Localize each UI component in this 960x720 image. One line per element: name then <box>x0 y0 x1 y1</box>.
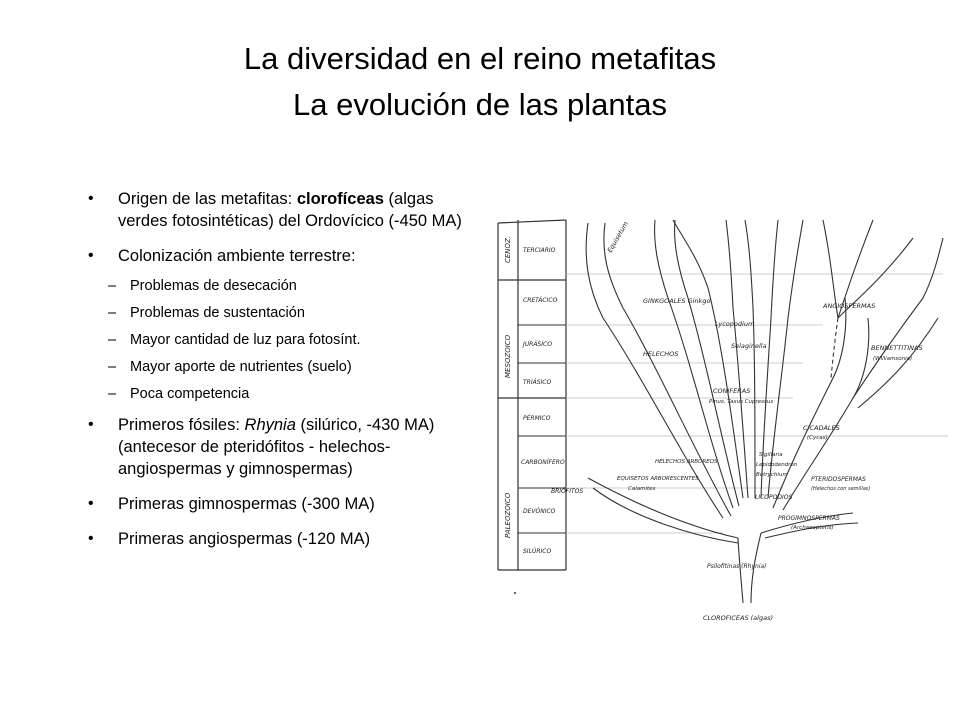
bullet-origin-text: Origen de las metafitas: <box>118 190 297 208</box>
label-equisetos: EQUISETOS ARBORESCENTES <box>617 476 699 482</box>
title-line-2: La evolución de las plantas <box>293 87 667 122</box>
period-label: TRIÁSICO <box>523 379 551 386</box>
label-sigillaria: Sigillaria <box>759 452 783 458</box>
label-progimnospermas-sub: (Archaeopteris) <box>791 525 834 531</box>
sub-item: Mayor cantidad de luz para fotosínt. <box>88 330 468 350</box>
label-botrychium: Botrychium <box>756 472 788 478</box>
bullet-angiosperms: Primeras angiospermas (-120 MA) <box>88 528 468 550</box>
label-cicadales: CICADALES <box>803 424 840 432</box>
label-pteridospermas: PTERIDOSPERMAS <box>811 476 866 483</box>
bullet-fossils-rest: (silúrico, -430 MA) (antecesor de pterid… <box>118 416 435 478</box>
period-label: PÉRMICO <box>523 414 551 422</box>
label-angiospermas: ANGIOSPERMAS <box>822 302 875 310</box>
label-progimnospermas: PROGIMNOSPERMAS <box>778 515 840 522</box>
label-psilofitinas: Psilofitinas (Rhynia) <box>707 563 767 570</box>
label-clorofíceas: CLOROFICEAS (algas) <box>703 614 773 622</box>
era-label: CENOZ. <box>504 236 512 263</box>
label-coniferas: CONIFERAS <box>713 387 750 395</box>
label-helechos: HELECHOS <box>643 350 678 358</box>
label-bennettitinas-sub: (Williamsonia) <box>873 356 912 362</box>
title-line-1: La diversidad en el reino metafitas <box>243 41 717 76</box>
sub-item: Poca competencia <box>88 384 468 404</box>
era-label: PALEOZOICO <box>504 492 512 538</box>
label-lycopodium: Lycopodium <box>715 320 754 328</box>
period-label: SILÚRICO <box>523 548 551 555</box>
bullet-list: Origen de las metafitas: clorofíceas (al… <box>88 188 468 563</box>
sub-item: Problemas de desecación <box>88 276 468 296</box>
sub-list: Problemas de desecación Problemas de sus… <box>88 276 468 404</box>
period-label: CARBONÍFERO <box>521 459 565 466</box>
bullet-fossils-text: Primeros fósiles: <box>118 416 245 434</box>
label-selaginella: Selaginella <box>731 342 767 350</box>
bullet-origin-rest: (algas verdes fotosintéticas) del Ordoví… <box>118 190 462 230</box>
bullet-fossils: Primeros fósiles: Rhynia (silúrico, -430… <box>88 414 468 480</box>
bullet-fossils-italic: Rhynia <box>244 416 296 434</box>
period-label: DEVÓNICO <box>523 508 556 515</box>
label-coniferas-sub: Pinus, Taxus Cupressus <box>709 399 773 405</box>
label-pteridospermas-sub: (Helechos con semillas) <box>811 486 870 492</box>
label-licopodios: LICOPODIOS <box>755 494 792 501</box>
sub-item: Mayor aporte de nutrientes (suelo) <box>88 357 468 377</box>
slide-title: La diversidad en el reino metafitas La e… <box>0 36 960 128</box>
sub-item: Problemas de sustentación <box>88 303 468 323</box>
label-briofitos: BRIÓFITOS <box>551 488 583 495</box>
label-calamites: Calamites <box>628 486 656 492</box>
plant-evolution-diagram: CENOZ. MESOZOICO PALEOZOICO TERCIARIO CR… <box>493 198 948 630</box>
label-helechos-arb: HELECHOS ARBOREOS <box>655 459 718 465</box>
period-label: CRETÁCICO <box>523 297 558 304</box>
label-bennettitinas: BENNETTITINAS <box>871 344 923 352</box>
label-lepidodendron: Lepidodendron <box>756 462 798 468</box>
era-label: MESOZOICO <box>504 334 512 378</box>
period-label: JURÁSICO <box>522 341 552 348</box>
label-ginkgoales: GINKGOALES Ginkgo <box>643 297 710 305</box>
bullet-gymnosperms: Primeras gimnospermas (-300 MA) <box>88 493 468 515</box>
label-equisetum: Equisetum <box>606 220 630 254</box>
bullet-colonization: Colonización ambiente terrestre: <box>88 245 468 267</box>
bullet-origin: Origen de las metafitas: clorofíceas (al… <box>88 188 468 232</box>
bullet-origin-bold: clorofíceas <box>296 190 384 208</box>
label-cicadales-sub: (Cycas) <box>807 435 828 441</box>
period-label: TERCIARIO <box>523 247 556 254</box>
